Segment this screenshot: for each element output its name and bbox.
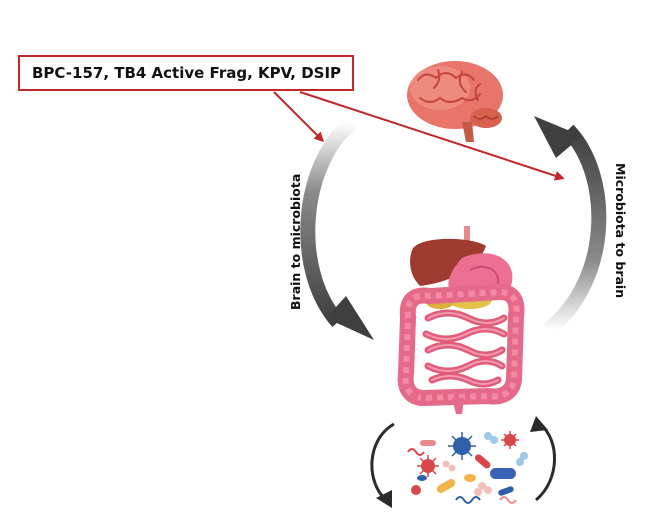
peptide-arrow-to-left-arc <box>273 91 325 143</box>
peptide-list-box: BPC-157, TB4 Active Frag, KPV, DSIP <box>18 55 354 91</box>
peptide-list-label: BPC-157, TB4 Active Frag, KPV, DSIP <box>32 64 342 82</box>
peptide-arrow-to-right-arc <box>299 91 565 181</box>
microbiota-to-brain-arrow <box>534 116 607 336</box>
microbiota-icon <box>407 431 528 504</box>
brain-to-microbiota-arrow <box>300 116 374 340</box>
microbiota-to-brain-label: Microbiota to brain <box>613 162 628 298</box>
digestive-system-icon <box>397 226 525 414</box>
brain-icon <box>407 61 503 142</box>
brain-to-microbiota-label: Brain to microbiota <box>288 173 303 310</box>
microbiota-cycle-right-arrow <box>530 416 556 502</box>
microbiota-cycle-left-arrow <box>370 422 395 508</box>
